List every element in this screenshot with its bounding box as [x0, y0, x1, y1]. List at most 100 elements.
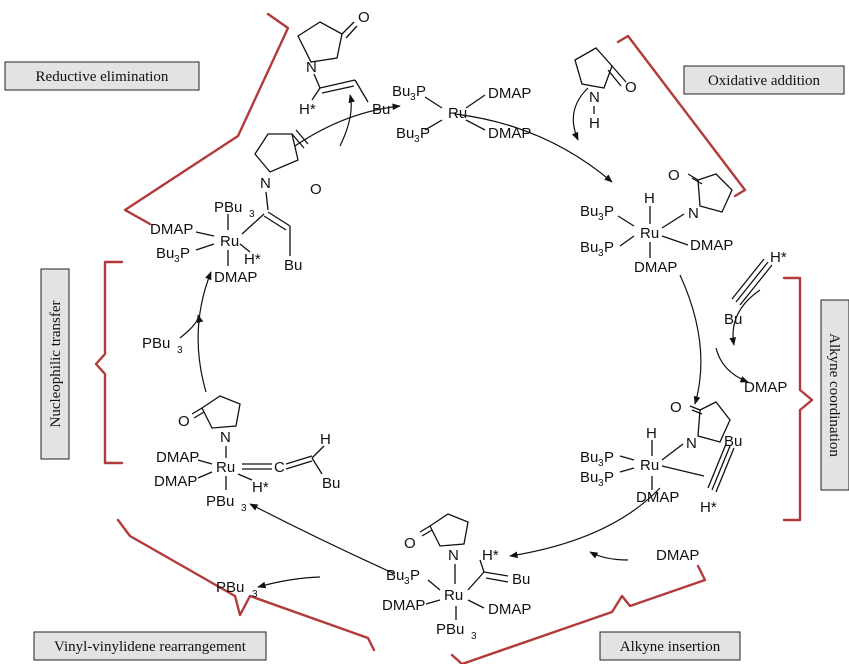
reagent-hexyne: H* Bu	[724, 249, 787, 328]
svg-text:N: N	[686, 435, 697, 452]
svg-text:Bu: Bu	[580, 449, 598, 466]
svg-text:DMAP: DMAP	[488, 85, 531, 102]
svg-text:H*: H*	[299, 101, 316, 118]
svg-text:Bu: Bu	[156, 245, 174, 262]
svg-text:3: 3	[252, 589, 258, 600]
svg-text:N: N	[589, 89, 600, 106]
svg-text:PBu: PBu	[214, 199, 242, 216]
svg-text:DMAP: DMAP	[156, 449, 199, 466]
svg-text:H: H	[589, 115, 600, 132]
svg-text:H*: H*	[482, 547, 499, 564]
arrow-cycle-top-left	[294, 103, 401, 147]
svg-text:Ru: Ru	[640, 225, 659, 242]
svg-text:Bu: Bu	[580, 203, 598, 220]
pbu3-added: PBu 3	[142, 335, 183, 356]
arrow-pbu3-out	[257, 576, 321, 589]
svg-text:DMAP: DMAP	[150, 221, 193, 238]
svg-text:Bu: Bu	[396, 125, 414, 142]
bracket-reductive-elimination	[123, 12, 290, 226]
svg-text:3: 3	[598, 212, 604, 223]
svg-text:3: 3	[410, 92, 416, 103]
stage-label-vinyl-vinylidene: Vinyl-vinylidene rearrangement	[33, 631, 267, 661]
svg-text:H*: H*	[770, 249, 787, 266]
svg-text:DMAP: DMAP	[154, 473, 197, 490]
dmap-added: DMAP	[656, 547, 699, 564]
svg-text:O: O	[668, 167, 680, 184]
svg-text:PBu: PBu	[206, 493, 234, 510]
svg-text:DMAP: DMAP	[690, 237, 733, 254]
svg-text:H: H	[646, 425, 657, 442]
svg-text:H: H	[320, 431, 331, 448]
stage-label-alkyne-coordination: Alkyne coordination	[820, 299, 849, 491]
product-enamide: O N Bu H*	[297, 9, 390, 118]
svg-text:DMAP: DMAP	[488, 601, 531, 618]
arrow-cycle-top-right	[454, 113, 613, 183]
svg-text:P: P	[420, 125, 430, 142]
svg-text:P: P	[180, 245, 190, 262]
svg-text:3: 3	[177, 345, 183, 356]
svg-text:3: 3	[174, 254, 180, 265]
complex-ru-vinylidene: O N Ru C H Bu H* DMAP DMAP PBu 3	[154, 395, 340, 514]
arrow-pyrrolidinone-in	[571, 87, 589, 141]
svg-text:Bu: Bu	[512, 571, 530, 588]
svg-text:3: 3	[598, 248, 604, 259]
arrow-product-out	[339, 94, 356, 147]
svg-text:3: 3	[414, 134, 420, 145]
svg-text:3: 3	[249, 209, 255, 220]
svg-text:Ru: Ru	[220, 233, 239, 250]
svg-text:Ru: Ru	[216, 459, 235, 476]
svg-text:C: C	[274, 459, 285, 476]
svg-text:Ru: Ru	[640, 457, 659, 474]
svg-text:Bu: Bu	[322, 475, 340, 492]
svg-text:H*: H*	[252, 479, 269, 496]
svg-text:3: 3	[598, 478, 604, 489]
svg-text:H: H	[644, 190, 655, 207]
bracket-alkyne-insertion	[450, 564, 707, 664]
stage-label-alkyne-insertion: Alkyne insertion	[599, 631, 741, 661]
svg-text:P: P	[604, 469, 614, 486]
reagent-pyrrolidinone: O N H	[574, 47, 637, 132]
svg-text:3: 3	[241, 503, 247, 514]
svg-text:O: O	[310, 181, 322, 198]
stage-label-nucleophilic-transfer: Nucleophilic transfer	[40, 268, 70, 460]
arrow-cycle-left	[197, 271, 212, 393]
arrow-cycle-bottom-left	[249, 503, 396, 575]
arrow-pbu3-in	[179, 314, 204, 339]
svg-text:P: P	[604, 449, 614, 466]
stage-label-oxidative-addition: Oxidative addition	[683, 65, 845, 95]
svg-text:Bu: Bu	[392, 83, 410, 100]
arrow-dmap-in	[589, 551, 629, 561]
svg-text:P: P	[410, 567, 420, 584]
arrow-cycle-right-upper	[679, 274, 702, 405]
bracket-nucleophilic-transfer	[94, 260, 124, 465]
svg-text:Bu: Bu	[580, 469, 598, 486]
svg-text:N: N	[448, 547, 459, 564]
arrow-alkyne-in	[729, 289, 761, 346]
arrow-dmap-out	[715, 347, 749, 383]
svg-text:Bu: Bu	[724, 311, 742, 328]
svg-text:N: N	[220, 429, 231, 446]
svg-text:Reductive elimination: Reductive elimination	[36, 69, 169, 85]
svg-text:Nucleophilic transfer: Nucleophilic transfer	[48, 300, 64, 427]
svg-text:N: N	[306, 59, 317, 76]
svg-text:O: O	[178, 413, 190, 430]
svg-text:DMAP: DMAP	[636, 489, 679, 506]
svg-text:PBu: PBu	[142, 335, 170, 352]
svg-text:DMAP: DMAP	[214, 269, 257, 286]
stage-label-reductive-elimination: Reductive elimination	[4, 61, 200, 91]
dmap-released: DMAP	[744, 379, 787, 396]
svg-text:DMAP: DMAP	[488, 125, 531, 142]
svg-text:H*: H*	[244, 251, 261, 268]
svg-text:Bu: Bu	[284, 257, 302, 274]
svg-text:P: P	[416, 83, 426, 100]
svg-text:Alkyne insertion: Alkyne insertion	[620, 639, 721, 655]
svg-text:DMAP: DMAP	[382, 597, 425, 614]
svg-text:3: 3	[471, 631, 477, 642]
svg-text:P: P	[604, 239, 614, 256]
svg-text:P: P	[604, 203, 614, 220]
bracket-vinyl-vinylidene	[116, 518, 376, 652]
